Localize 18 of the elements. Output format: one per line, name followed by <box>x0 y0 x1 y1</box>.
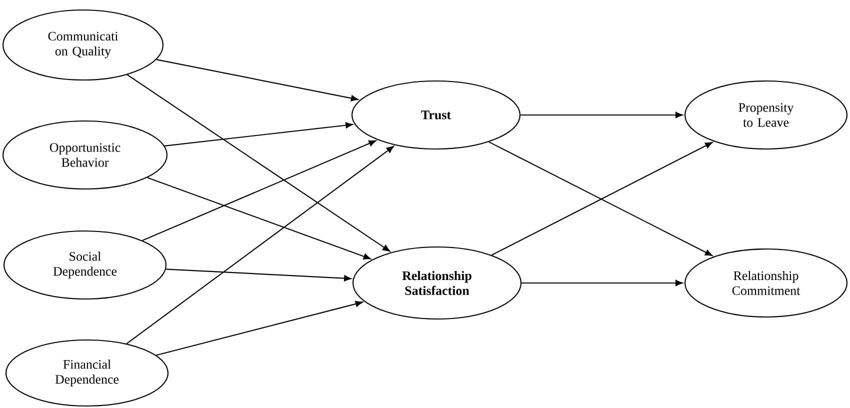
arrow <box>156 300 363 356</box>
ellipse-node: Financial Dependence <box>5 339 169 407</box>
arrow <box>156 59 358 102</box>
arrow <box>126 74 390 252</box>
ellipse-node: Trust <box>351 80 521 150</box>
ellipse-node: Relationship Satisfaction <box>352 246 522 320</box>
ellipse-node: Communicati on Quality <box>2 9 164 81</box>
arrow <box>142 140 376 241</box>
arrow <box>522 280 683 286</box>
ellipse-node: Propensity to Leave <box>684 80 848 150</box>
ellipse-node: Social Dependence <box>3 230 167 300</box>
arrow <box>164 122 353 146</box>
arrow <box>126 146 394 344</box>
arrow <box>520 112 683 118</box>
arrow <box>147 177 371 260</box>
ellipse-node: Relationship Commitment <box>684 248 848 318</box>
ellipse-node: Opportunistic Behavior <box>2 120 168 190</box>
arrow <box>166 268 352 282</box>
